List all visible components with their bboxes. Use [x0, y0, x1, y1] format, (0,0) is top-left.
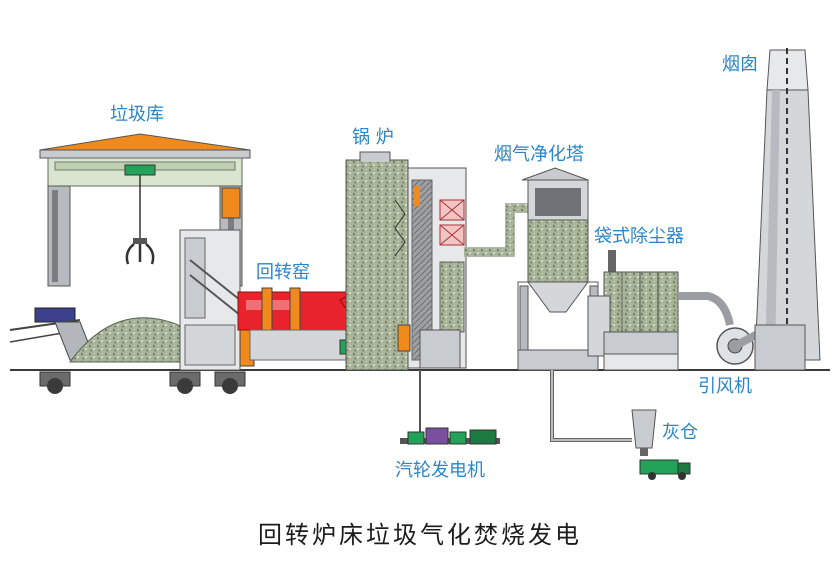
- turbine-generator: [400, 427, 500, 445]
- label-waste-bunker: 垃圾库: [110, 104, 164, 125]
- boiler: [345, 151, 467, 371]
- label-bag-filter: 袋式除尘器: [594, 226, 684, 247]
- label-flue-gas-tower: 烟气净化塔: [494, 144, 584, 165]
- truck-icon: [639, 459, 691, 480]
- label-boiler: 锅 炉: [352, 127, 394, 148]
- flue-gas-tower: [517, 167, 599, 371]
- ash-silo: [631, 409, 657, 456]
- chimney: [754, 48, 821, 371]
- diagram-caption: 回转炉床垃圾气化焚烧发电: [258, 521, 582, 549]
- ash-pipe: [550, 370, 632, 442]
- feed-building: [179, 229, 255, 371]
- bag-filter: [587, 250, 734, 371]
- label-chimney: 烟囱: [722, 54, 758, 75]
- label-induced-fan: 引风机: [698, 376, 752, 397]
- crane-grab-icon: [125, 238, 155, 265]
- flue-duct-1: [464, 203, 528, 257]
- waste-bunker: [9, 133, 251, 394]
- label-turbine-generator: 汽轮发电机: [395, 460, 485, 481]
- label-rotary-kiln: 回转窑: [256, 262, 310, 283]
- label-ash-silo: 灰仓: [662, 422, 698, 443]
